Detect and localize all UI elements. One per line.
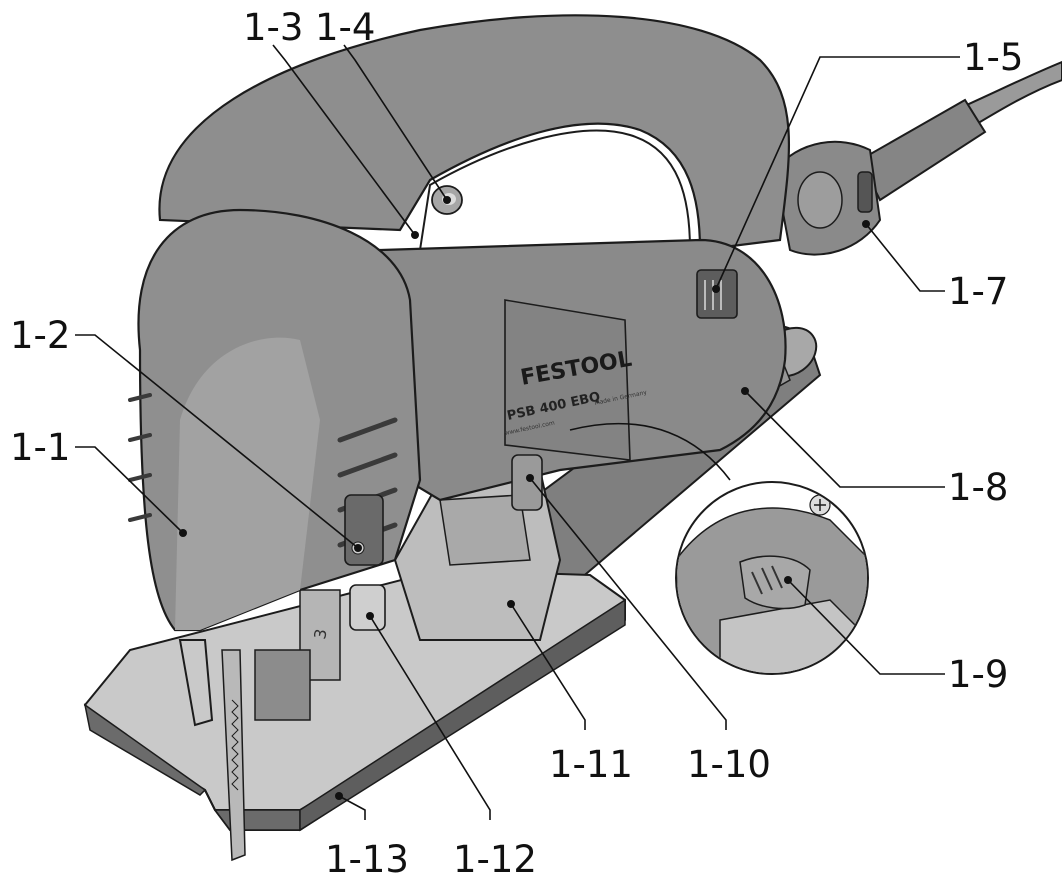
saw-blade	[221, 649, 246, 862]
callout-1-11: 1-11	[549, 743, 633, 786]
callout-1-12: 1-12	[453, 838, 537, 881]
base-mount	[393, 468, 562, 641]
callout-1-7: 1-7	[948, 270, 1008, 313]
pendulum-selector	[349, 584, 386, 631]
callout-1-2: 1-2	[10, 314, 70, 357]
callout-1-8: 1-8	[948, 466, 1008, 509]
blade-guard	[178, 589, 341, 727]
power-cord	[858, 60, 1062, 202]
callout-1-3: 1-3	[243, 6, 303, 49]
base-release-lever	[511, 454, 543, 511]
callout-1-1: 1-1	[10, 426, 70, 469]
callout-1-4: 1-4	[315, 6, 375, 49]
cable-connector	[773, 140, 882, 256]
callout-1-10: 1-10	[687, 743, 771, 786]
stroke-selector	[344, 494, 384, 566]
on-off-switch	[696, 269, 738, 319]
leader-lines	[75, 44, 960, 820]
detail-inset	[569, 422, 869, 675]
callout-1-13: 1-13	[325, 838, 409, 881]
callout-labels: 1-1 1-2 1-3 1-4 1-5 1-7 1-8 1-9 1-10 1-1…	[10, 6, 1023, 881]
callout-1-9: 1-9	[948, 653, 1008, 696]
stroke-setting-text: 3	[310, 627, 330, 640]
callout-1-5: 1-5	[963, 36, 1023, 79]
